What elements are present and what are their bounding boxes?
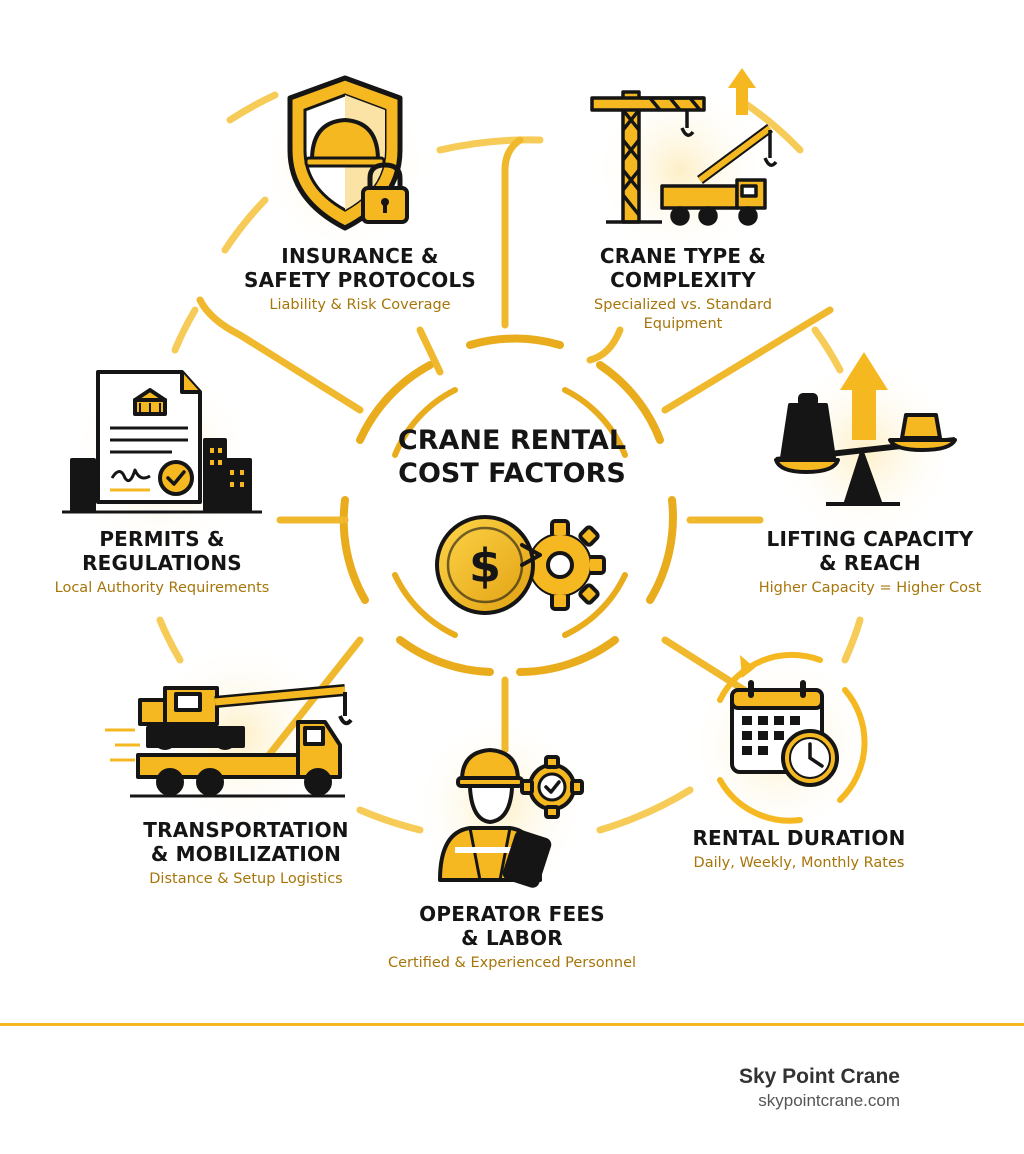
center-title-line-2: COST FACTORS — [398, 458, 626, 489]
factor-subtitle: Certified & Experienced Personnel — [387, 955, 637, 971]
factor-title: LIFTING CAPACITY & REACH — [736, 527, 1004, 575]
brand-url[interactable]: skypointcrane.com — [758, 1091, 900, 1110]
factor-title-line: PERMITS & — [99, 527, 225, 551]
factor-title-line: COMPLEXITY — [610, 268, 756, 292]
factor-title: OPERATOR FEES & LABOR — [362, 902, 662, 950]
factor-subtitle: Liability & Risk Coverage — [269, 297, 451, 313]
shield-hardhat-lock-icon — [287, 75, 409, 231]
factor-title: PERMITS & REGULATIONS — [30, 527, 294, 575]
factor-title-line: REGULATIONS — [82, 551, 242, 575]
tower-and-mobile-crane-icon — [590, 68, 778, 226]
factor-crane-type: CRANE TYPE & COMPLEXITY Specialized vs. … — [548, 244, 818, 334]
footer-divider — [0, 1023, 1024, 1026]
factor-subtitle: Specialized vs. Standard Equipment — [548, 296, 818, 334]
factor-transportation: TRANSPORTATION & MOBILIZATION Distance &… — [106, 818, 386, 889]
inner-ring — [339, 334, 677, 676]
center-title-line-1: CRANE RENTAL — [397, 425, 627, 456]
factor-title-line: & REACH — [819, 551, 921, 575]
factor-operator-fees: OPERATOR FEES & LABOR Certified & Experi… — [362, 902, 662, 973]
factor-permits: PERMITS & REGULATIONS Local Authority Re… — [30, 527, 294, 598]
factor-title: CRANE TYPE & COMPLEXITY — [548, 244, 818, 292]
factor-title-line: LIFTING CAPACITY — [766, 527, 974, 551]
brand-block: Sky Point Crane skypointcrane.com — [700, 1064, 900, 1112]
factor-title: INSURANCE & SAFETY PROTOCOLS — [205, 244, 515, 292]
factor-title-line: & MOBILIZATION — [150, 842, 342, 866]
factor-subtitle: Higher Capacity = Higher Cost — [758, 580, 982, 596]
worker-tablet-gear-icon — [438, 748, 584, 888]
factor-title-line: & LABOR — [461, 926, 563, 950]
permit-document-city-icon — [62, 370, 262, 514]
factor-title-line: OPERATOR FEES — [419, 902, 605, 926]
factor-subtitle-line: Equipment — [643, 316, 723, 332]
factor-title-line: CRANE TYPE & — [599, 244, 767, 268]
dollar-gear-icon: $ — [435, 515, 606, 615]
factor-insurance: INSURANCE & SAFETY PROTOCOLS Liability &… — [205, 244, 515, 315]
calendar-clock-icon — [717, 651, 868, 824]
factor-title: TRANSPORTATION & MOBILIZATION — [106, 818, 386, 866]
scale-weight-arrow-icon — [774, 352, 957, 506]
factor-subtitle: Local Authority Requirements — [54, 580, 270, 596]
factor-title-line: INSURANCE & — [281, 244, 439, 268]
factor-title: RENTAL DURATION — [692, 826, 906, 850]
factor-lifting-capacity: LIFTING CAPACITY & REACH Higher Capacity… — [736, 527, 1004, 598]
factor-title-line: TRANSPORTATION — [143, 818, 349, 842]
factor-subtitle: Distance & Setup Logistics — [149, 871, 343, 887]
factor-subtitle-line: Specialized vs. Standard — [594, 297, 772, 313]
svg-text:$: $ — [469, 539, 501, 593]
crane-on-truck-icon — [105, 684, 353, 798]
brand-name: Sky Point Crane — [738, 1065, 900, 1088]
factor-title-line: SAFETY PROTOCOLS — [243, 268, 477, 292]
center-title: CRANE RENTAL COST FACTORS — [362, 424, 662, 490]
factor-subtitle: Daily, Weekly, Monthly Rates — [693, 855, 905, 871]
factor-rental-duration: RENTAL DURATION Daily, Weekly, Monthly R… — [664, 826, 934, 873]
